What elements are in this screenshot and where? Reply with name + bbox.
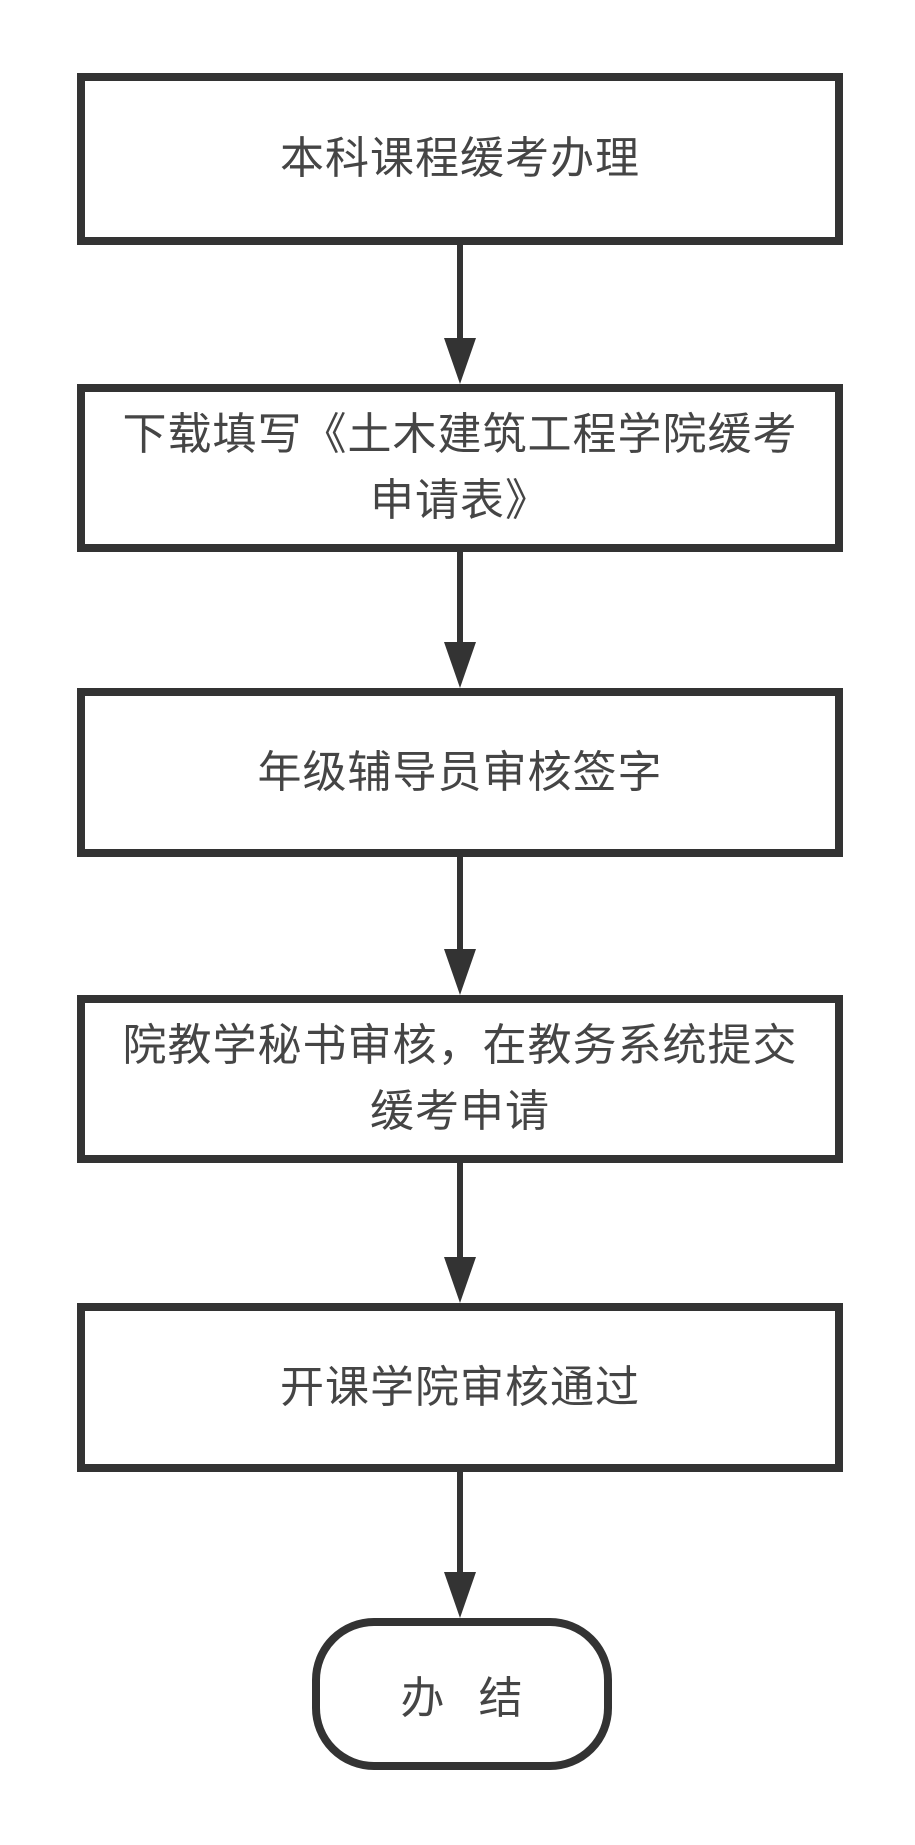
arrow-down-icon: [444, 857, 476, 995]
node-label: 年级辅导员审核签字: [257, 747, 663, 797]
node-terminal-done: 办 结: [312, 1618, 612, 1770]
node-label: 开课学院审核通过: [280, 1362, 640, 1412]
arrow-down-icon: [444, 245, 476, 384]
arrow-head-icon: [444, 949, 476, 995]
arrow-down-icon: [444, 1163, 476, 1303]
arrow-shaft: [457, 1163, 463, 1261]
node-download-form: 下载填写《土木建筑工程学院缓考申请表》: [77, 384, 843, 552]
node-label: 本科课程缓考办理: [280, 134, 640, 183]
arrow-shaft: [457, 245, 463, 342]
arrow-down-icon: [444, 1472, 476, 1618]
node-college-approval: 开课学院审核通过: [77, 1303, 843, 1472]
node-label: 院教学秘书审核，在教务系统提交缓考申请: [122, 1021, 798, 1136]
node-counselor-review: 年级辅导员审核签字: [77, 688, 843, 857]
node-label: 下载填写《土木建筑工程学院缓考申请表》: [122, 410, 798, 525]
arrow-head-icon: [444, 338, 476, 384]
arrow-head-icon: [444, 1257, 476, 1303]
arrow-shaft: [457, 857, 463, 953]
arrow-shaft: [457, 552, 463, 646]
node-label: 办 结: [400, 1674, 524, 1723]
arrow-shaft: [457, 1472, 463, 1576]
node-process-start: 本科课程缓考办理: [77, 73, 843, 245]
arrow-head-icon: [444, 1572, 476, 1618]
arrow-head-icon: [444, 642, 476, 688]
node-secretary-review: 院教学秘书审核，在教务系统提交缓考申请: [77, 995, 843, 1163]
arrow-down-icon: [444, 552, 476, 688]
